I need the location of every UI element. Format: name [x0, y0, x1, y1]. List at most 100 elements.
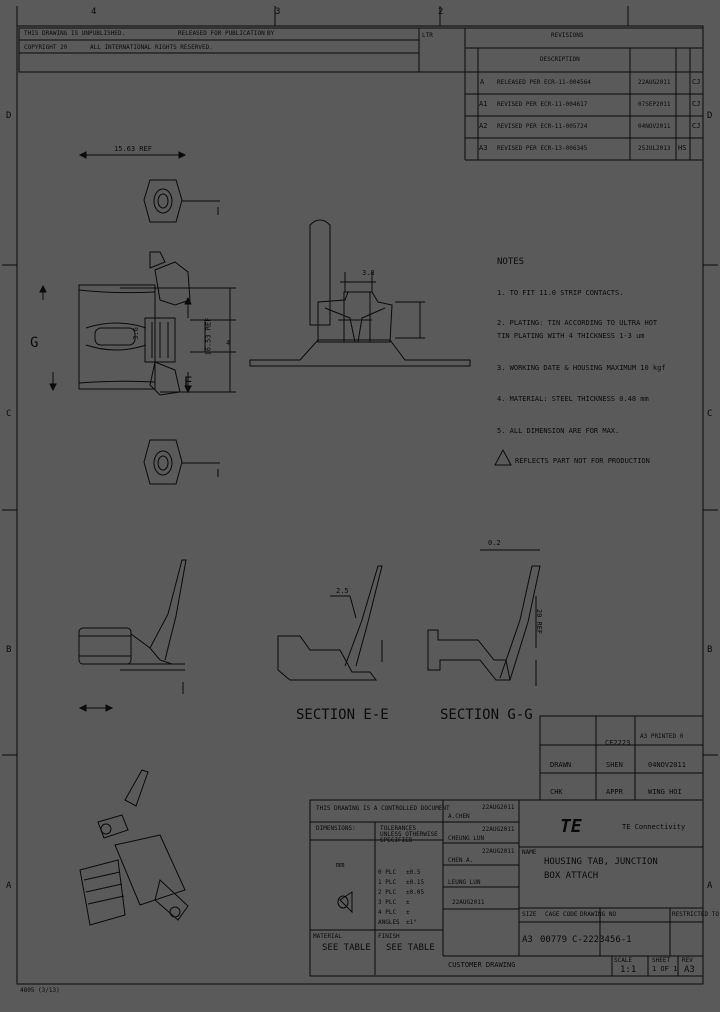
dim-1653: 16.53 REF	[204, 317, 213, 356]
tb-company: TE Connectivity	[622, 823, 686, 831]
tb-dwn-date: 22AUG2011	[482, 804, 515, 811]
tb-dwg-value: C-2223456-1	[572, 935, 632, 945]
tb-tol-row: ANGLES	[378, 919, 400, 926]
approval-rev-small: A3 PRINTED 0	[640, 733, 684, 740]
dim-36: 3.6	[131, 327, 140, 340]
section-g-label: G	[30, 335, 39, 351]
tb-dimensions-label: DIMENSIONS:	[316, 825, 356, 832]
rev-date: 25JUL2013	[638, 145, 671, 152]
tb-cage-label: CAGE CODE	[545, 911, 578, 918]
approval-dwn-label: DRAWN	[550, 761, 572, 769]
note-item: TIN PLATING WITH 4 THICKNESS 1-3 um	[497, 332, 645, 340]
revisions-desc-header: DESCRIPTION	[540, 56, 580, 63]
note-item: 2. PLATING: TIN ACCORDING TO ULTRA HOT	[497, 319, 658, 327]
zone-right-d: D	[707, 111, 713, 121]
notes-title: NOTES	[497, 257, 525, 267]
notice-line2b: ALL INTERNATIONAL RIGHTS RESERVED.	[90, 44, 213, 51]
tb-title-line2: BOX ATTACH	[544, 871, 599, 881]
tb-dwg-label: DRAWING NO	[580, 911, 617, 918]
rev-date: 07SEP2011	[638, 101, 671, 108]
notice-line1c: BY	[267, 30, 275, 37]
tb-scale-value: 1:1	[620, 965, 637, 975]
zone-top-3: 3	[275, 7, 281, 17]
tb-mm: mm	[336, 861, 345, 869]
tb-appr-name: CHEN A.	[448, 857, 474, 864]
tb-chk-name: CHEUNG LUN	[448, 835, 485, 842]
note-item: REFLECTS PART NOT FOR PRODUCTION	[515, 457, 650, 465]
tb-prod-date: 22AUG2011	[452, 899, 485, 906]
tb-tol-row: 3 PLC	[378, 899, 397, 906]
tb-material-value: SEE TABLE	[322, 943, 371, 953]
zone-left-b: B	[6, 645, 12, 655]
approval-appr-label: APPR	[606, 788, 623, 796]
rev-desc: REVISED PER ECR-11-004617	[497, 101, 588, 108]
tb-tolerances-label: TOLERANCES UNLESS OTHERWISE SPECIFIED	[380, 825, 438, 844]
dim-38: 3.8	[362, 269, 375, 277]
zone-top-2: 2	[438, 7, 444, 17]
dim-20: 20 REF	[535, 608, 544, 635]
tb-chk-date: 22AUG2011	[482, 826, 515, 833]
rev-dwn: CJ	[692, 122, 701, 130]
tb-customer-drawing: CUSTOMER DRAWING	[448, 961, 516, 969]
note-item: 5. ALL DIMENSION ARE FOR MAX.	[497, 427, 620, 435]
rev-desc: REVISED PER ECR-11-005724	[497, 123, 588, 130]
zone-top-4: 4	[91, 7, 97, 17]
zone-right-c: C	[707, 409, 713, 419]
section-e-title: SECTION E-E	[296, 707, 389, 723]
rev-desc: RELEASED PER ECR-11-004564	[497, 79, 591, 86]
dim-4: 4	[226, 339, 231, 347]
tb-size-label: SIZE	[522, 911, 537, 918]
tb-controlled-note: THIS DRAWING IS A CONTROLLED DOCUMENT	[316, 805, 450, 812]
note-item: 1. TO FIT 11.0 STRIP CONTACTS.	[497, 289, 624, 297]
rev-dwn: HS	[678, 144, 687, 152]
footer-code: 4805 (3/13)	[20, 987, 60, 994]
zone-left-d: D	[6, 111, 12, 121]
rev-desc: REVISED PER ECR-13-006345	[497, 145, 588, 152]
tb-prod-name: LEUNG LUN	[448, 879, 481, 886]
dim-02: 0.2	[488, 539, 501, 547]
notice-line2: COPYRIGHT 20	[24, 44, 68, 51]
tb-rev-label: REV	[682, 957, 693, 964]
tb-tol-row: 1 PLC	[378, 879, 397, 886]
revisions-ltr-header: LTR	[422, 32, 433, 39]
rev-date: 04NOV2011	[638, 123, 671, 130]
zone-right-b: B	[707, 645, 713, 655]
rev-date: 22AUG2011	[638, 79, 671, 86]
note-item: 4. MATERIAL: STEEL THICKNESS 0.48 mm	[497, 395, 649, 403]
tb-appr-date: 22AUG2011	[482, 848, 515, 855]
section-e-label: E	[184, 375, 193, 391]
tb-sheet-label: SHEET	[652, 957, 671, 964]
tb-rev-value: A3	[684, 965, 695, 975]
company-logo: TE	[560, 816, 582, 837]
tb-size-value: A3	[522, 935, 533, 945]
tb-tol-row: 2 PLC	[378, 889, 397, 896]
zone-left-c: C	[6, 409, 12, 419]
tb-tol-val: ±0.5	[406, 869, 421, 876]
notice-line1b: RELEASED FOR PUBLICATION	[178, 30, 265, 37]
tb-tol-val: ±	[406, 899, 410, 906]
approval-part: CE2223	[605, 739, 631, 747]
tb-tol-val: ±0.05	[406, 889, 425, 896]
tb-tol-val: ±0.15	[406, 879, 425, 886]
approval-dwn-value: SHEN	[606, 761, 623, 769]
approval-chk-value: 04NOV2011	[648, 761, 686, 769]
rev-ltr: A	[480, 78, 485, 86]
tb-tol-row: 4 PLC	[378, 909, 397, 916]
tb-dwn-name: A.CHEN	[448, 813, 470, 820]
tb-name-label: NAME	[522, 849, 537, 856]
tb-tol-val: ±1°	[406, 919, 417, 926]
rev-dwn: CJ	[692, 100, 701, 108]
tb-cage-value: 00779	[540, 935, 568, 945]
approval-chk-label: CHK	[550, 788, 563, 796]
rev-ltr: A1	[479, 100, 488, 108]
tb-tol-row: 0 PLC	[378, 869, 397, 876]
rev-ltr: A2	[479, 122, 488, 130]
tb-tol-val: ±	[406, 909, 410, 916]
tb-scale-label: SCALE	[614, 957, 633, 964]
tb-material-label: MATERIAL	[313, 933, 342, 940]
zone-right-a: A	[707, 881, 713, 891]
revisions-title: REVISIONS	[551, 32, 584, 39]
tb-title-line1: HOUSING TAB, JUNCTION	[544, 857, 658, 867]
